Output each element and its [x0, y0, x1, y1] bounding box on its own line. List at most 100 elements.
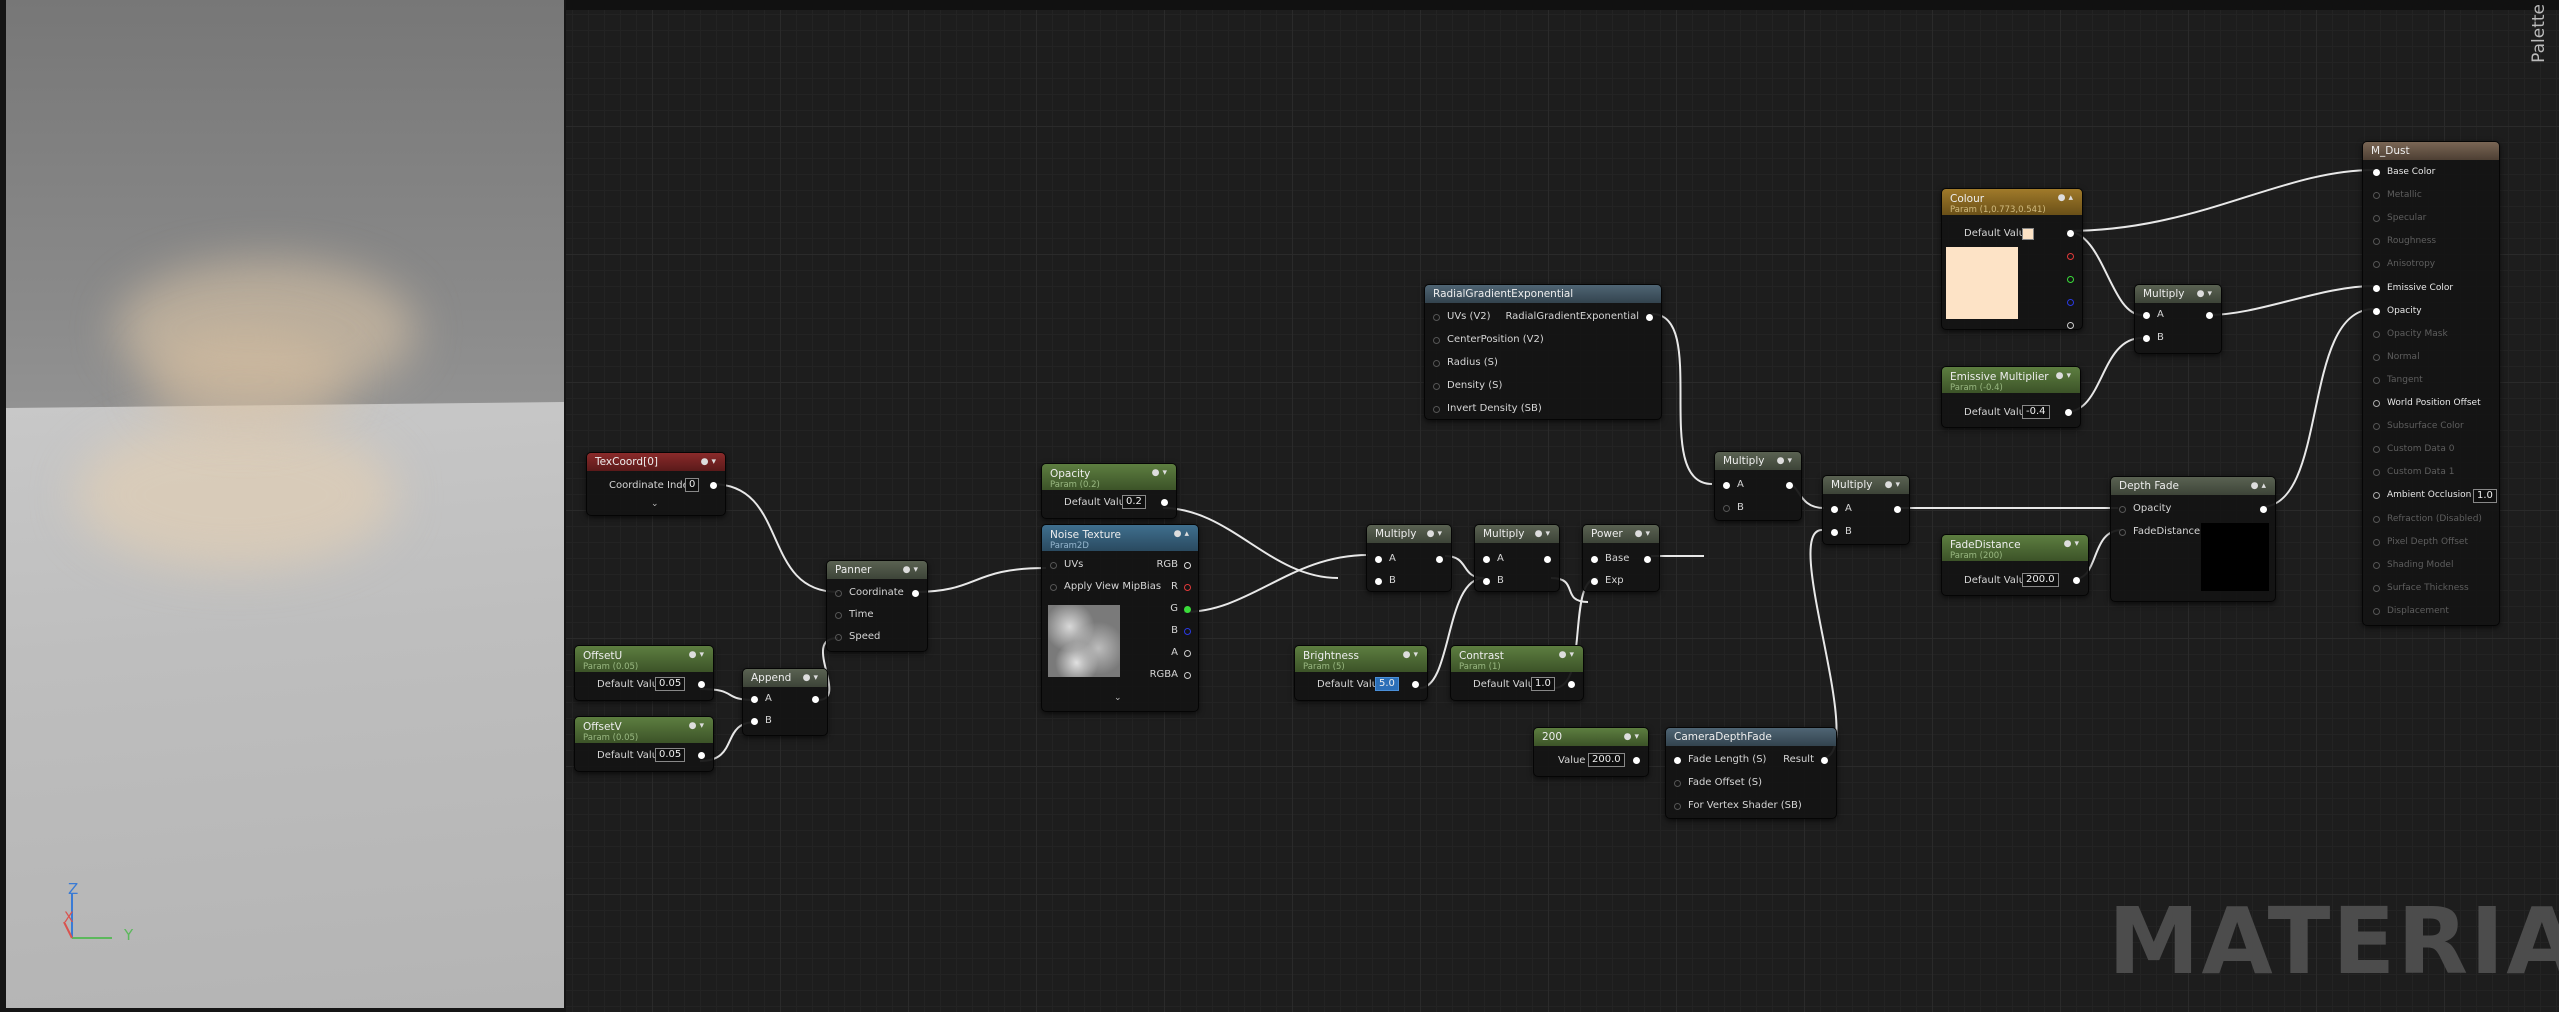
output-pin-rgb[interactable] [1184, 562, 1191, 569]
input-pin-a[interactable] [1831, 506, 1838, 513]
node-append[interactable]: Append●▾ A B [742, 668, 828, 736]
input-pin-a[interactable] [1375, 556, 1382, 563]
output-pin[interactable] [2065, 409, 2072, 416]
input-pin-fade-length[interactable] [1674, 757, 1681, 764]
node-controls[interactable]: ●▾ [700, 457, 719, 467]
preview-viewport[interactable]: Z X Y [6, 0, 564, 1008]
colour-swatch-small[interactable] [2022, 228, 2034, 240]
result-input-pin[interactable] [2373, 469, 2380, 477]
input-pin-base[interactable] [1591, 556, 1598, 563]
ambient-occlusion-field[interactable]: 1.0 [2473, 489, 2497, 504]
output-pin[interactable] [2206, 312, 2213, 319]
input-pin-a[interactable] [751, 696, 758, 703]
node-multiply-2[interactable]: Multiply●▾ A B [1474, 524, 1560, 592]
input-pin-density[interactable] [1433, 383, 1440, 390]
default-value-field[interactable]: 200.0 [2022, 573, 2059, 587]
node-controls[interactable]: ●▾ [1884, 480, 1903, 490]
output-pin[interactable] [2260, 506, 2267, 513]
input-pin-b[interactable] [1723, 505, 1730, 512]
output-pin[interactable] [1436, 556, 1443, 563]
output-pin-r[interactable] [2067, 253, 2074, 260]
node-controls[interactable]: ●▾ [1426, 529, 1445, 539]
default-value-field[interactable]: 0.05 [655, 748, 686, 762]
input-pin-uvs[interactable] [1433, 314, 1440, 321]
default-value-field[interactable]: 0.2 [1122, 495, 1146, 509]
coordinate-index-field[interactable]: 0 [685, 478, 700, 492]
result-input-pin[interactable] [2373, 261, 2380, 269]
output-pin[interactable] [1544, 556, 1551, 563]
result-input-pin[interactable] [2373, 330, 2380, 338]
node-radial-gradient[interactable]: RadialGradientExponential UVs (V2) Cente… [1424, 284, 1662, 420]
expand-chevron-icon[interactable]: ⌄ [651, 499, 659, 509]
result-input-pin[interactable] [2373, 423, 2380, 431]
result-input-pin[interactable] [2373, 492, 2380, 500]
result-input-pin[interactable] [2373, 538, 2380, 546]
node-controls[interactable]: ●▾ [688, 650, 707, 660]
output-pin[interactable] [1568, 681, 1575, 688]
input-pin-b[interactable] [1831, 529, 1838, 536]
output-pin-b[interactable] [2067, 299, 2074, 306]
output-pin[interactable] [1161, 499, 1168, 506]
node-multiply-3[interactable]: Multiply●▾ A B [1714, 451, 1802, 521]
node-texcoord[interactable]: TexCoord[0]●▾ Coordinate Index 0 ⌄ [586, 452, 726, 516]
output-pin[interactable] [710, 482, 717, 489]
node-depth-fade[interactable]: Depth Fade●▴ Opacity FadeDistance [2110, 476, 2276, 602]
expand-chevron-icon[interactable]: ⌄ [1114, 693, 1122, 703]
value-field[interactable]: 200.0 [1588, 753, 1625, 767]
node-controls[interactable]: ●▾ [1634, 529, 1653, 539]
input-pin-invert[interactable] [1433, 406, 1440, 413]
output-pin-rgba[interactable] [1184, 672, 1191, 679]
input-pin-uvs[interactable] [1050, 562, 1057, 569]
result-input-pin[interactable] [2373, 353, 2380, 361]
graph-canvas[interactable] [566, 0, 2559, 1012]
node-controls[interactable]: ●▾ [1623, 732, 1642, 742]
input-pin-fade-distance[interactable] [2119, 529, 2126, 536]
output-pin[interactable] [912, 590, 919, 597]
output-pin-a[interactable] [1184, 650, 1191, 657]
input-pin-time[interactable] [835, 612, 842, 619]
output-pin-b[interactable] [1184, 628, 1191, 635]
input-pin-exp[interactable] [1591, 578, 1598, 585]
output-pin-rgb[interactable] [2067, 230, 2074, 237]
result-input-pin[interactable] [2373, 376, 2380, 384]
default-value-field[interactable]: 1.0 [1531, 677, 1555, 691]
output-pin[interactable] [1894, 506, 1901, 513]
output-pin[interactable] [1633, 757, 1640, 764]
result-input-pin[interactable] [2373, 169, 2380, 176]
result-input-pin[interactable] [2373, 215, 2380, 223]
node-controls[interactable]: ●▾ [1534, 529, 1553, 539]
node-controls[interactable]: ●▴ [2250, 481, 2269, 491]
result-input-pin[interactable] [2373, 307, 2380, 315]
output-pin[interactable] [812, 696, 819, 703]
node-controls[interactable]: ●▴ [2057, 193, 2076, 203]
node-controls[interactable]: ●▾ [1776, 456, 1795, 466]
node-camera-depth-fade[interactable]: CameraDepthFade Fade Length (S) Fade Off… [1665, 727, 1837, 819]
node-controls[interactable]: ●▾ [902, 565, 921, 575]
output-pin-g[interactable] [2067, 276, 2074, 283]
node-multiply-1[interactable]: Multiply●▾ A B [1366, 524, 1452, 592]
input-pin-a[interactable] [2143, 312, 2150, 319]
node-constant-200[interactable]: 200●▾ Value 200.0 [1533, 727, 1649, 777]
node-multiply-4[interactable]: Multiply●▾ A B [1822, 475, 1910, 545]
node-controls[interactable]: ●▾ [1558, 650, 1577, 660]
output-pin-g[interactable] [1184, 606, 1191, 613]
output-pin[interactable] [698, 681, 705, 688]
input-pin-b[interactable] [751, 718, 758, 725]
input-pin-vertex-shader[interactable] [1674, 803, 1681, 810]
input-pin-radius[interactable] [1433, 360, 1440, 367]
result-input-pin[interactable] [2373, 584, 2380, 592]
input-pin-a[interactable] [1723, 482, 1730, 489]
node-controls[interactable]: ●▾ [2063, 539, 2082, 549]
input-pin-a[interactable] [1483, 556, 1490, 563]
output-pin-result[interactable] [1821, 757, 1828, 764]
result-input-pin[interactable] [2373, 284, 2380, 292]
node-controls[interactable]: ●▴ [1173, 529, 1192, 539]
output-pin[interactable] [1786, 482, 1793, 489]
result-input-pin[interactable] [2373, 515, 2380, 523]
